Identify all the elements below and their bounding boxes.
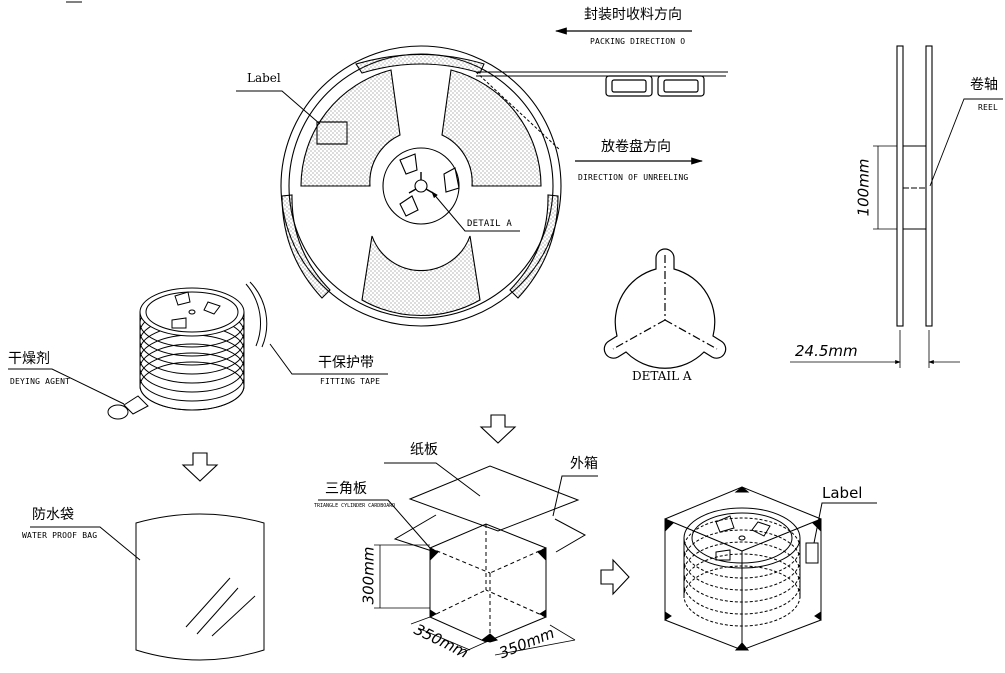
triangle-board-cn: 三角板	[325, 481, 367, 497]
drying-agent-en: DEYING AGENT	[10, 377, 71, 386]
dim-24-5mm: 24.5mm	[795, 342, 858, 360]
down-arrow-middle	[479, 414, 517, 444]
packing-direction-cn: 封装时收料方向	[584, 7, 682, 23]
detail-a-callout: DETAIL A	[467, 219, 512, 229]
main-reel	[280, 45, 562, 327]
tape-leader	[269, 343, 388, 375]
waterproof-bag-en: WATER PROOF BAG	[22, 531, 98, 540]
desiccant	[8, 368, 149, 420]
outer-carton-cn: 外箱	[570, 456, 598, 472]
fitting-tape-cn: 干保护带	[318, 355, 374, 371]
waterproof-bag	[30, 513, 265, 661]
unreel-direction-en: DIRECTION OF UNREELING	[578, 173, 689, 182]
paperboard-cn: 纸板	[410, 442, 438, 458]
final-box	[664, 486, 877, 651]
dim-300mm: 300mm	[359, 546, 378, 605]
packing-direction-en: PACKING DIRECTION O	[590, 37, 686, 46]
carrier-tape-pockets	[605, 75, 705, 97]
waterproof-bag-cn: 防水袋	[32, 507, 74, 523]
detail-a-drawing	[603, 248, 727, 369]
reel-cn: 卷轴	[970, 77, 998, 93]
triangle-board-en: TRIANGLE CYLINDER CARDBOARD	[314, 503, 396, 509]
reel-side-view	[790, 45, 1003, 368]
drying-agent-cn: 干燥剂	[8, 351, 50, 367]
label-reel-leader	[236, 90, 321, 125]
down-arrow-left	[181, 452, 219, 482]
reel-stack	[139, 287, 245, 411]
right-arrow	[600, 558, 630, 596]
dim-100mm: 100mm	[854, 158, 873, 217]
label-box-text: Label	[822, 484, 863, 502]
reel-en: REEL	[978, 103, 999, 112]
fitting-tape-en: FITTING TAPE	[320, 377, 381, 386]
unreel-direction-cn: 放卷盘方向	[601, 139, 671, 155]
carton-assembly	[318, 462, 598, 656]
fitting-tape-curve	[245, 283, 262, 347]
detail-a-leader	[431, 191, 520, 232]
label-reel-text: Label	[247, 71, 281, 85]
detail-a-title: DETAIL A	[632, 369, 692, 383]
